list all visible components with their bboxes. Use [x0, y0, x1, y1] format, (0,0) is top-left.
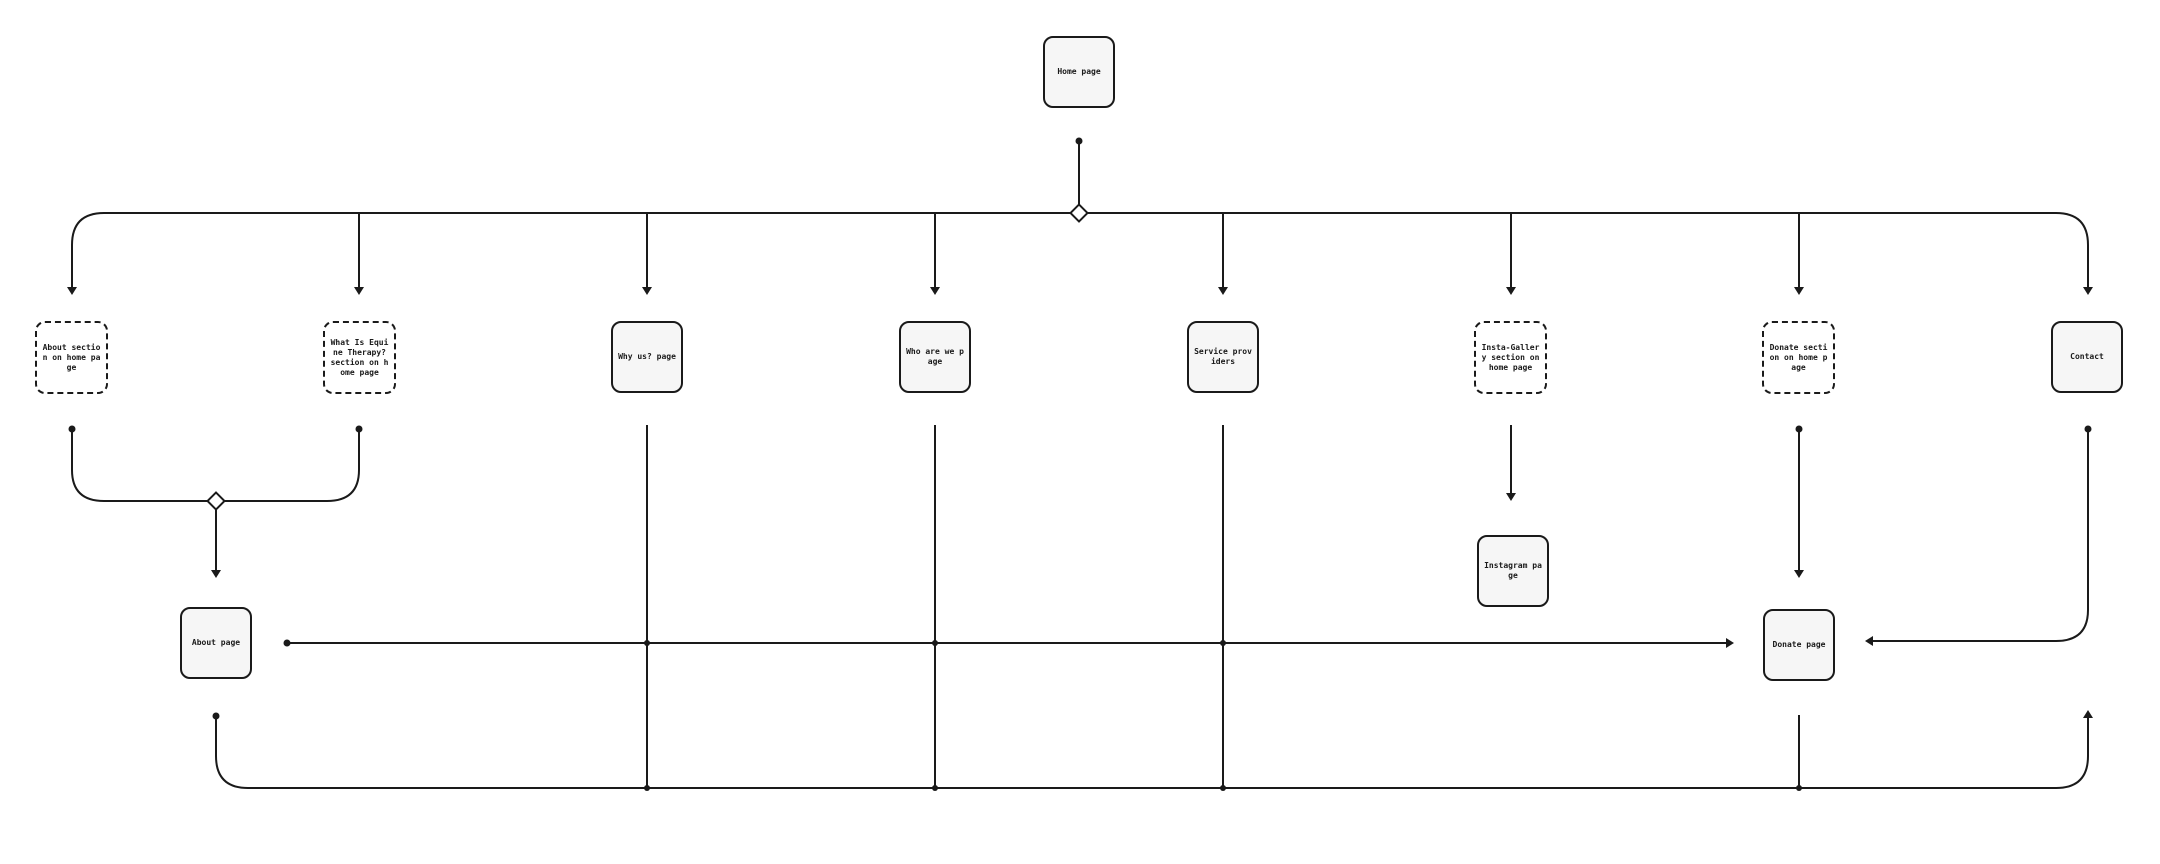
bottom-junction-why-us: [644, 785, 650, 791]
node-label: Donate section on home page: [1769, 342, 1828, 372]
node-donate-section[interactable]: Donate section on home page: [1762, 321, 1835, 394]
arrow-about-page: [211, 570, 221, 578]
node-home-page[interactable]: Home page: [1043, 36, 1115, 108]
arrow-about-section: [67, 287, 77, 295]
node-donate-page[interactable]: Donate page: [1763, 609, 1835, 681]
bottom-junction-service: [1220, 785, 1226, 791]
junction-who: [932, 640, 938, 646]
merge-decision-diamond: [206, 491, 226, 511]
node-label: About section on home page: [42, 342, 101, 372]
about-line-dot: [283, 639, 291, 647]
node-label: Contact: [2070, 352, 2104, 361]
node-why-us-page[interactable]: Why us? page: [611, 321, 683, 393]
arrow-donate-section: [1794, 287, 1804, 295]
junction-why-us: [644, 640, 650, 646]
bottom-junction-donate: [1796, 785, 1802, 791]
arrow-insta: [1506, 287, 1516, 295]
merge-dot-equine: [355, 425, 363, 433]
home-connector-dot: [1075, 137, 1083, 145]
node-label: About page: [191, 638, 241, 647]
node-label: Donate page: [1772, 640, 1826, 649]
node-label: Instagram page: [1484, 561, 1542, 580]
arrow-instagram: [1506, 493, 1516, 501]
junction-service: [1220, 640, 1226, 646]
node-label: Home page: [1057, 67, 1101, 76]
arrow-donate-from-about: [1726, 638, 1734, 648]
node-label: Why us? page: [618, 352, 676, 361]
top-decision-diamond: [1069, 203, 1089, 223]
node-label: Insta-Gallery section on home page: [1481, 342, 1540, 372]
node-service-providers[interactable]: Service providers: [1187, 321, 1259, 393]
arrow-why-us: [642, 287, 652, 295]
arrow-contact-return: [2083, 710, 2093, 718]
arrow-who-are-we: [930, 287, 940, 295]
node-about-page[interactable]: About page: [180, 607, 252, 679]
node-contact[interactable]: Contact: [2051, 321, 2123, 393]
donate-section-dot: [1795, 425, 1803, 433]
node-equine-section[interactable]: What Is Equine Therapy? section on home …: [323, 321, 396, 394]
arrow-equine-section: [354, 287, 364, 295]
top-branch-bus: [71, 212, 2089, 288]
node-label: Who are we page: [906, 347, 964, 366]
arrow-contact: [2083, 287, 2093, 295]
node-who-are-we-page[interactable]: Who are we page: [899, 321, 971, 393]
bottom-junction-who: [932, 785, 938, 791]
contact-to-donate: [1873, 429, 2089, 642]
merge-dot-about: [68, 425, 76, 433]
node-insta-gallery-section[interactable]: Insta-Gallery section on home page: [1474, 321, 1547, 394]
bottom-bus: [215, 716, 2089, 789]
node-label: What Is Equine Therapy? section on home …: [330, 337, 389, 377]
contact-dot: [2084, 425, 2092, 433]
about-page-bottom-dot: [212, 712, 220, 720]
node-about-section[interactable]: About section on home page: [35, 321, 108, 394]
arrow-service: [1218, 287, 1228, 295]
node-instagram-page[interactable]: Instagram page: [1477, 535, 1549, 607]
merge-bus-about: [71, 429, 360, 502]
node-label: Service providers: [1194, 347, 1252, 366]
arrow-donate-page: [1794, 570, 1804, 578]
arrow-donate-from-contact: [1865, 636, 1873, 646]
